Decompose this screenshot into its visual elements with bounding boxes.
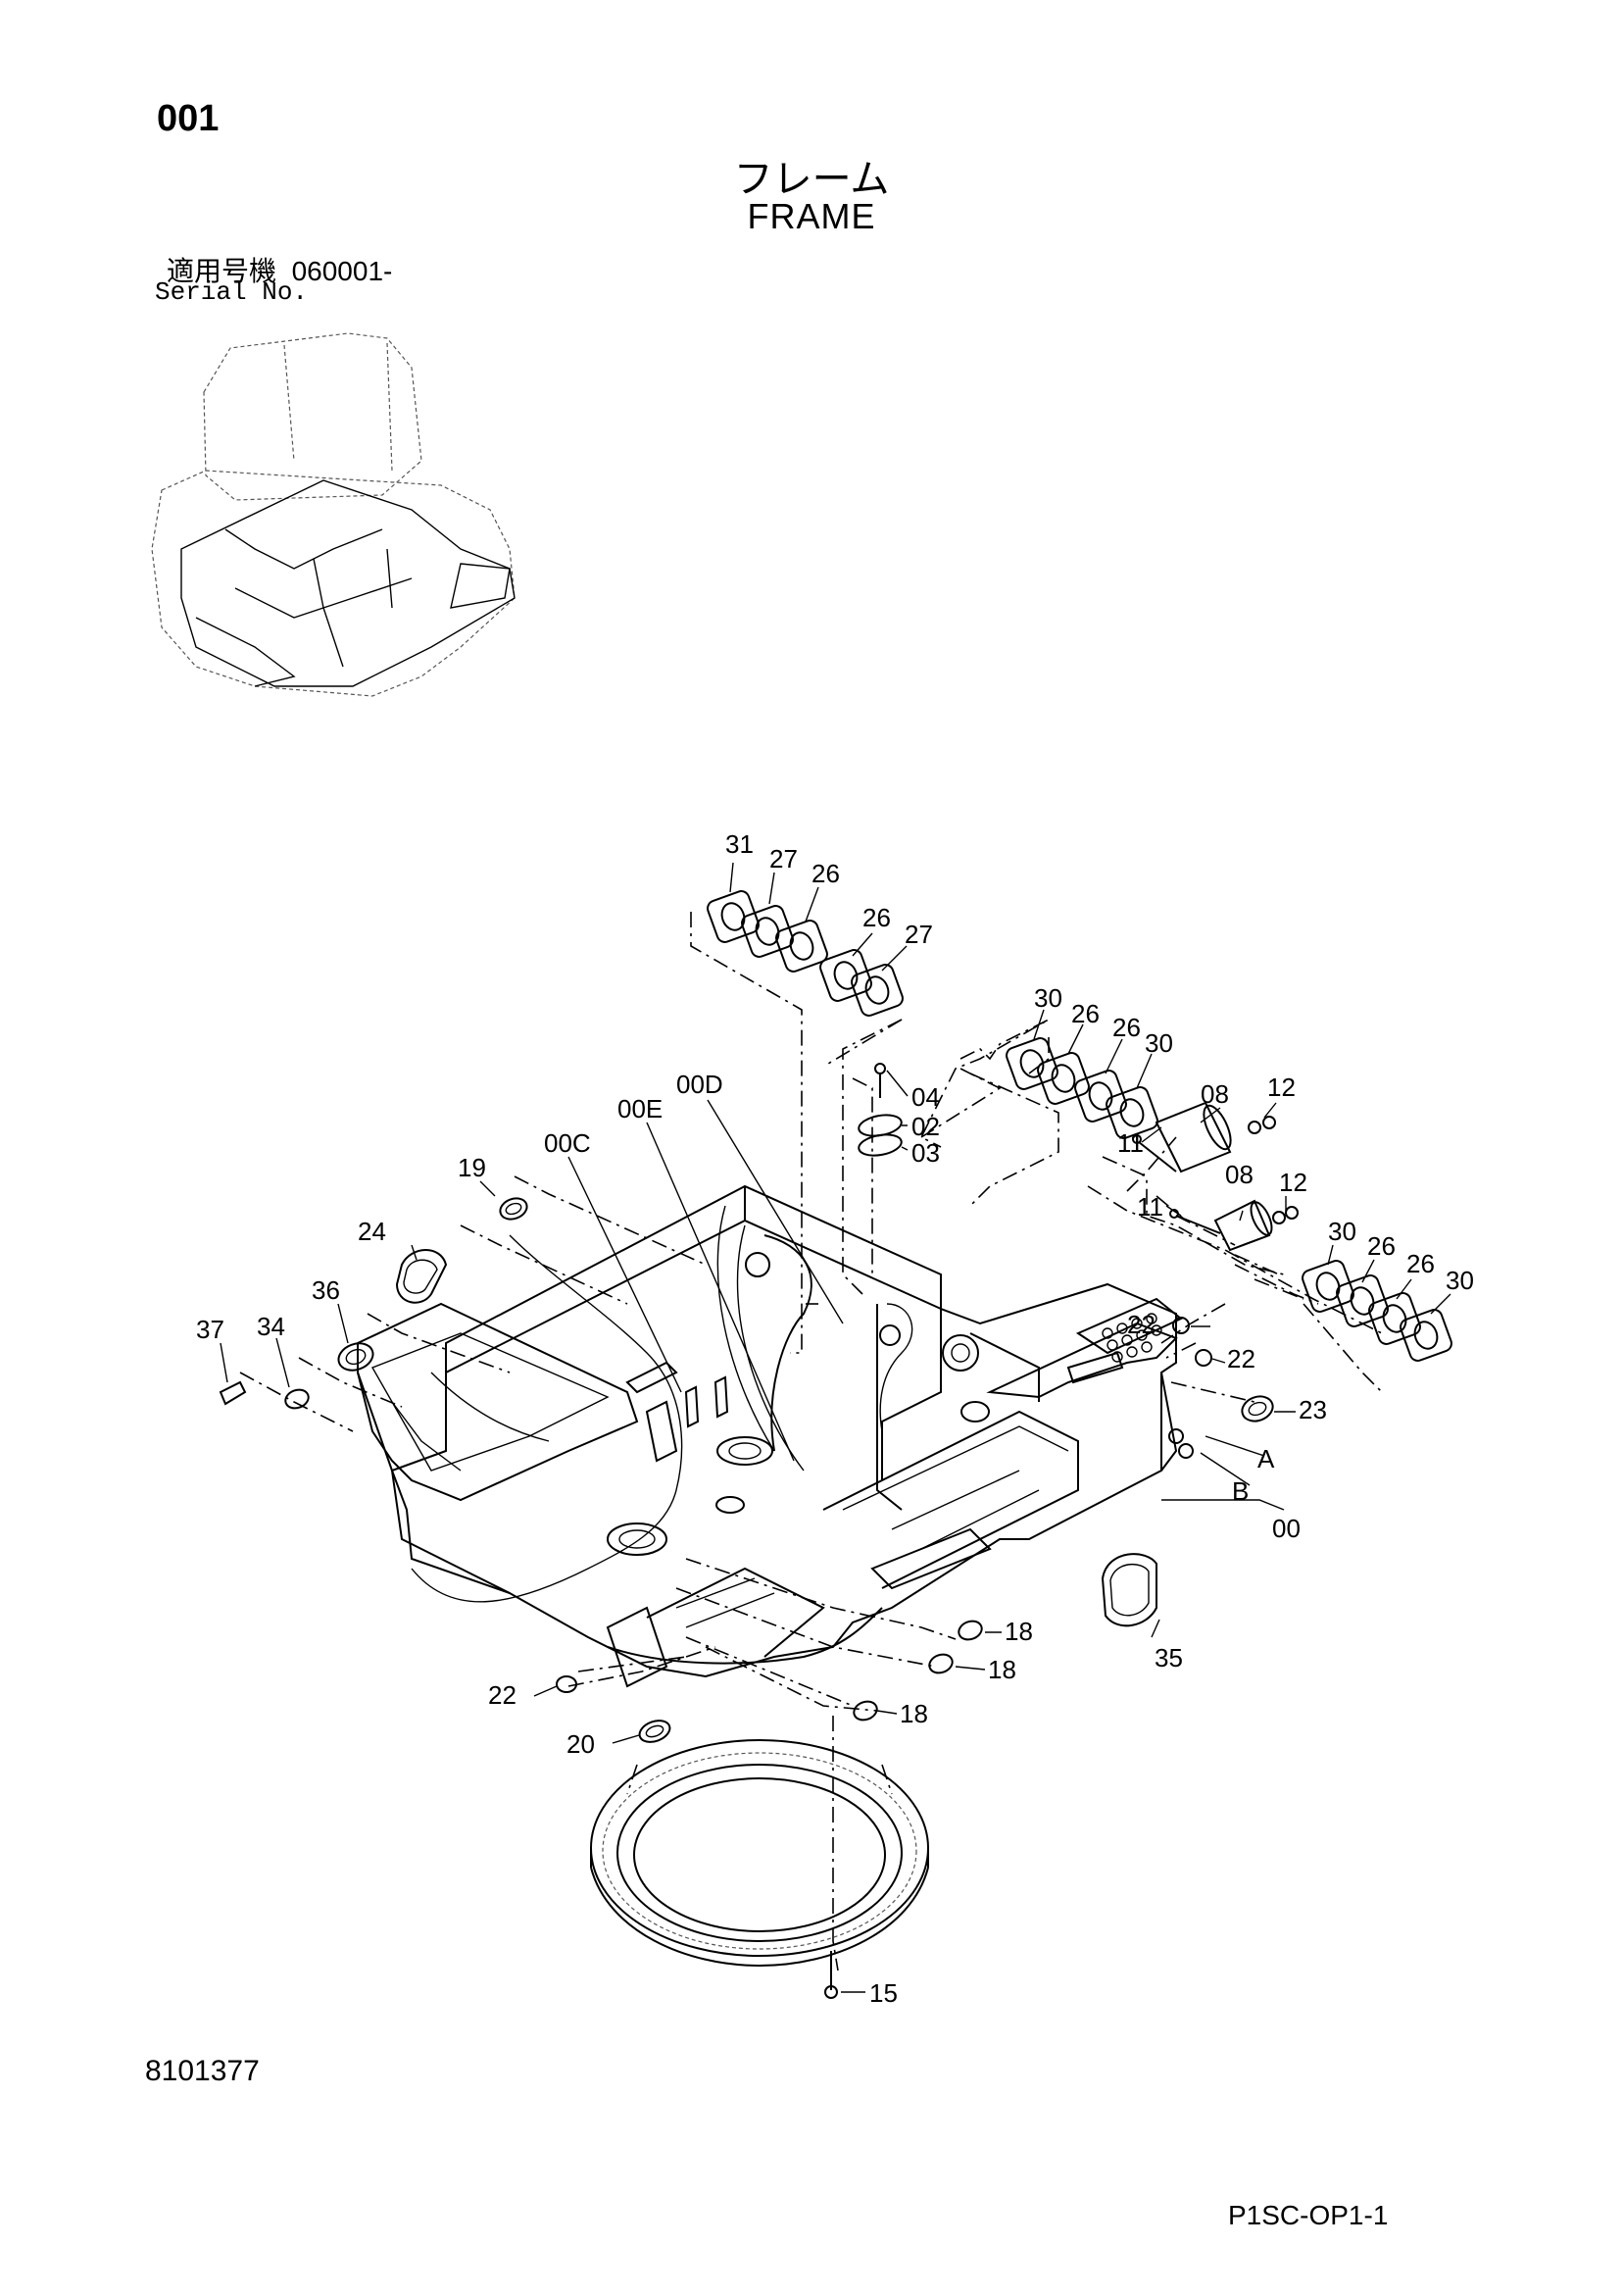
- callout-24: 24: [358, 1217, 386, 1246]
- serial-label-jp-text: 適用号機: [167, 256, 277, 286]
- callout-20: 20: [566, 1729, 595, 1759]
- callout-04: 04: [911, 1082, 940, 1112]
- callout-B: B: [1232, 1476, 1249, 1506]
- callout-26: 26: [1112, 1013, 1141, 1042]
- callout-12: 12: [1279, 1168, 1307, 1197]
- callout-22: 22: [488, 1680, 516, 1710]
- callout-15: 15: [869, 1978, 898, 2008]
- page-number: 001: [157, 98, 220, 139]
- callout-00: 00: [1272, 1514, 1301, 1543]
- main-frame-assembly: [357, 1184, 1183, 1688]
- serial-label-japanese: 適用号機 060001-: [167, 250, 392, 289]
- callout-labels: 31 27 26 26 27 30 26 26 30 04 02 03 00D …: [196, 829, 1474, 2008]
- callout-00E: 00E: [617, 1094, 663, 1123]
- plate-parts-02-03-04: [858, 1063, 903, 1157]
- chain-lines: [239, 912, 1383, 1972]
- callout-22: 22: [1127, 1310, 1156, 1339]
- bolt-15: [824, 1951, 838, 1999]
- document-code: 8101377: [145, 2055, 260, 2087]
- callout-26: 26: [1071, 999, 1100, 1028]
- callout-A: A: [1257, 1444, 1275, 1473]
- callout-34: 34: [257, 1312, 285, 1341]
- callout-18: 18: [988, 1655, 1016, 1684]
- callout-12: 12: [1267, 1073, 1296, 1102]
- callout-36: 36: [312, 1275, 340, 1305]
- seals-left-side: [219, 1197, 528, 1410]
- gasket-group-right: [1302, 1260, 1452, 1362]
- callout-26: 26: [812, 859, 840, 888]
- callout-30: 30: [1145, 1028, 1173, 1058]
- callout-26: 26: [862, 903, 891, 932]
- gasket-group-upper-right: [1006, 1037, 1158, 1139]
- callout-03: 03: [911, 1138, 940, 1168]
- callout-08: 08: [1201, 1079, 1229, 1109]
- callout-22: 22: [1227, 1344, 1255, 1373]
- callout-11: 11: [1137, 1192, 1163, 1222]
- serial-label-english: Serial No.: [155, 277, 309, 307]
- callout-30: 30: [1034, 983, 1062, 1013]
- gasket-group-upper-left: [707, 890, 904, 1017]
- callout-27: 27: [769, 844, 798, 873]
- title-japanese: フレーム: [733, 158, 890, 201]
- callout-18: 18: [900, 1699, 928, 1728]
- callout-11: 11: [1117, 1128, 1144, 1158]
- leader-lines: [220, 862, 1451, 1993]
- callout-08: 08: [1225, 1160, 1254, 1189]
- pin-parts-08-11-12: [1132, 1101, 1299, 1252]
- callout-00C: 00C: [544, 1128, 591, 1158]
- serial-range: 060001-: [291, 256, 393, 286]
- callout-37: 37: [196, 1315, 224, 1344]
- seals-bottom: [556, 1675, 671, 1743]
- callout-30: 30: [1446, 1266, 1474, 1295]
- swing-bearing-ring: [590, 1739, 929, 1968]
- callout-30: 30: [1328, 1217, 1356, 1246]
- machine-overview-thumbnail: [151, 332, 516, 697]
- callout-23: 23: [1299, 1395, 1327, 1424]
- callout-26: 26: [1367, 1231, 1396, 1261]
- title-english: FRAME: [747, 196, 876, 236]
- callout-35: 35: [1155, 1643, 1183, 1672]
- callout-18: 18: [1005, 1617, 1033, 1646]
- callout-26: 26: [1406, 1249, 1435, 1278]
- callout-31: 31: [725, 829, 754, 859]
- callout-00D: 00D: [676, 1070, 723, 1099]
- seals-right-side: [853, 1317, 1274, 1722]
- callout-27: 27: [905, 920, 933, 949]
- callout-02: 02: [911, 1112, 940, 1141]
- callout-19: 19: [458, 1153, 486, 1182]
- vent-holes: [1102, 1313, 1162, 1363]
- page-code: P1SC-OP1-1: [1228, 2200, 1389, 2230]
